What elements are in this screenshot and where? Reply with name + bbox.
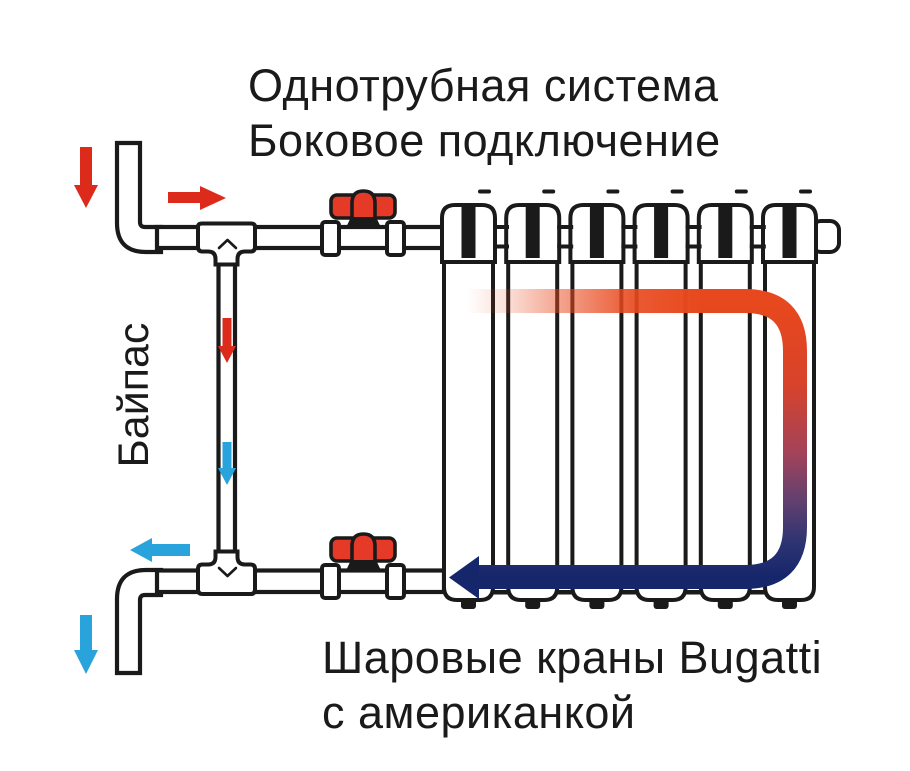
valve-dome [350, 189, 377, 217]
vent-plug-tick-icon [734, 189, 748, 194]
diagram-title: Однотрубная система Боковое подключение [248, 58, 721, 168]
radiator-bottom-nipples [492, 590, 767, 595]
section-foot [525, 599, 541, 609]
union-nut [320, 220, 341, 257]
ball-valve-top [320, 189, 406, 257]
section-foot [782, 599, 797, 609]
union-nut [320, 563, 341, 600]
return-outlet-elbow-pipe [114, 567, 164, 676]
tee-fitting-top [196, 221, 257, 267]
section-foot [653, 599, 669, 609]
radiator [440, 189, 841, 609]
radiator-section [440, 189, 497, 609]
hot-inlet-down-arrow-icon [74, 147, 98, 208]
cold-outlet-down-arrow-icon [74, 615, 98, 674]
section-foot [589, 599, 605, 609]
section-foot [717, 599, 733, 609]
flow-chevron-up-icon [217, 238, 238, 250]
title-line-1: Однотрубная система [248, 60, 719, 111]
caption-line-1: Шаровые краны Bugatti [322, 632, 823, 683]
radiator-section [632, 189, 690, 609]
radiator-section [504, 189, 562, 609]
union-nut [385, 563, 406, 600]
radiator-top-nipples [493, 225, 766, 249]
title-line-2: Боковое подключение [248, 115, 721, 166]
tee-fitting-bottom [196, 549, 257, 596]
supply-inlet-elbow-pipe [114, 140, 164, 255]
flow-chevron-down-icon [217, 566, 238, 578]
bypass-label: Байпас [110, 322, 158, 468]
section-foot [461, 599, 476, 609]
radiator-section [568, 189, 626, 609]
ball-valve-bottom [320, 532, 406, 600]
bypass-pipe [216, 259, 238, 556]
radiator-section [696, 189, 754, 609]
cold-flow-arrowhead-icon [449, 556, 479, 599]
flow-gradient-arrow [449, 289, 807, 599]
hot-right-arrow-icon [168, 186, 226, 210]
caption-line-2: с американкой [322, 687, 636, 738]
vent-plug-tick-icon [478, 189, 491, 194]
union-nut [385, 220, 406, 257]
vent-plug-tick-icon [606, 189, 620, 194]
cold-left-arrow-icon [130, 538, 190, 562]
bypass-hot-down-arrow-icon [218, 318, 236, 363]
vent-plug-tick-icon [670, 189, 684, 194]
bypass-cold-down-arrow-icon [218, 442, 236, 485]
vent-plug-tick-icon [542, 189, 556, 194]
valves-caption: Шаровые краны Bugatti с американкой [322, 630, 822, 740]
valve-dome [350, 532, 377, 560]
vent-plug-tick-icon [799, 189, 812, 194]
